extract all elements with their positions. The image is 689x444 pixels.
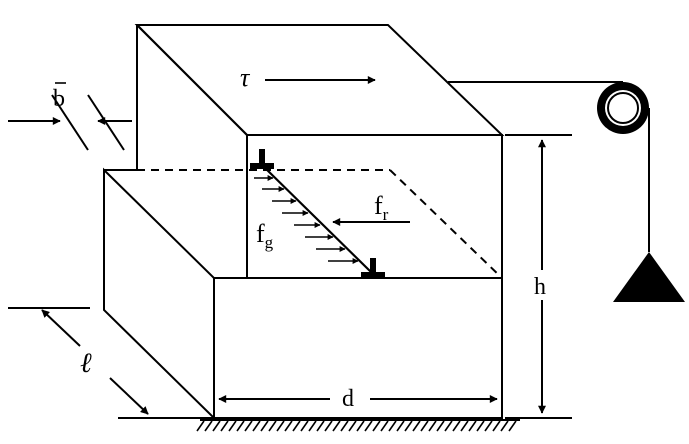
hatch-mark — [220, 420, 229, 432]
hatch-mark — [268, 420, 277, 432]
hatch-mark — [196, 420, 205, 432]
dislocation-force-arrows — [254, 175, 359, 264]
hatch-mark — [316, 420, 325, 432]
b-label: b — [53, 86, 65, 112]
d-label: d — [342, 386, 354, 412]
hatch-mark — [508, 420, 517, 432]
lower-block — [103, 167, 503, 421]
hatch-mark — [300, 420, 309, 432]
hatch-mark — [372, 420, 381, 432]
hatch-mark — [324, 420, 333, 432]
slip-plane — [137, 169, 503, 279]
fg-label: fg — [256, 219, 274, 252]
ell-label: ℓ — [80, 348, 92, 379]
hatch-mark — [388, 420, 397, 432]
hatch-mark — [436, 420, 445, 432]
hatch-mark — [212, 420, 221, 432]
hatch-mark — [364, 420, 373, 432]
hatch-mark — [228, 420, 237, 432]
fr-label: fr — [374, 191, 389, 224]
dislocation-symbol-icon — [250, 149, 274, 169]
hatch-mark — [492, 420, 501, 432]
hatch-mark — [396, 420, 405, 432]
hatch-mark — [284, 420, 293, 432]
hatch-mark — [452, 420, 461, 432]
hatch-mark — [340, 420, 349, 432]
upper-block-back-edge — [136, 24, 248, 136]
ground-hatch-icon — [196, 419, 520, 432]
hatch-mark — [348, 420, 357, 432]
tau-label: τ — [240, 63, 251, 92]
hatch-mark — [276, 420, 285, 432]
hatch-mark — [444, 420, 453, 432]
hatch-mark — [356, 420, 365, 432]
hatch-mark — [500, 420, 509, 432]
hatch-mark — [460, 420, 469, 432]
hatch-mark — [412, 420, 421, 432]
pulley-icon — [597, 82, 649, 134]
hatch-mark — [468, 420, 477, 432]
burgers-vector-dimension — [8, 94, 132, 151]
hatch-mark — [380, 420, 389, 432]
length-dimension — [8, 307, 214, 419]
hatch-mark — [420, 420, 429, 432]
lower-block-front-face — [213, 277, 503, 419]
hatch-mark — [484, 420, 493, 432]
upper-block — [134, 24, 505, 279]
hatch-mark — [236, 420, 245, 432]
hatch-mark — [308, 420, 317, 432]
dislocation-line — [261, 164, 373, 274]
weight-icon — [613, 252, 685, 302]
dislocation-symbol-icon — [361, 258, 385, 278]
hatch-mark — [260, 420, 269, 432]
hatch-mark — [252, 420, 261, 432]
hatch-mark — [244, 420, 253, 432]
height-dimension — [505, 134, 572, 419]
hatch-mark — [292, 420, 301, 432]
hatch-mark — [204, 420, 213, 432]
hatch-mark — [404, 420, 413, 432]
hatch-mark — [428, 420, 437, 432]
hatch-mark — [476, 420, 485, 432]
lower-block-side-face — [103, 167, 215, 421]
h-label: h — [534, 274, 546, 300]
hatch-mark — [332, 420, 341, 432]
